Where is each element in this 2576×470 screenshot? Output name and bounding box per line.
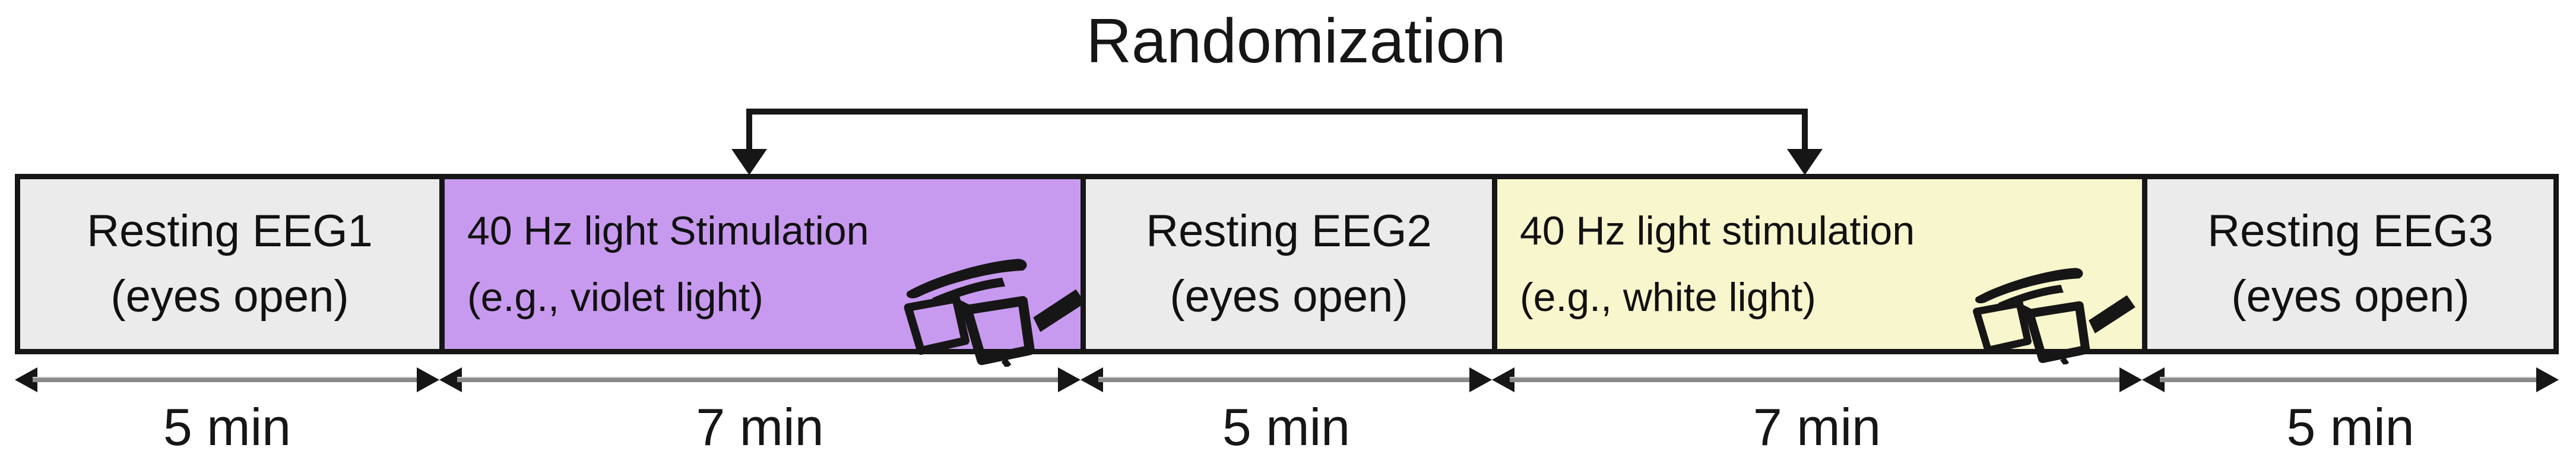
stage-label-line1: Resting EEG2 (1146, 206, 1432, 256)
duration-arrow-segment (1492, 367, 2142, 393)
arrow-right-icon (2536, 367, 2559, 392)
randomization-title: Randomization (1086, 6, 1506, 76)
arrow-right-icon (1469, 367, 1492, 392)
duration-label: 5 min (2286, 398, 2415, 456)
stage-label-line2: (e.g., white light) (1520, 275, 1816, 320)
stage-label-line1: Resting EEG1 (87, 206, 373, 256)
duration-label: 7 min (696, 398, 824, 456)
stage-label-line2: (eyes open) (1170, 271, 1408, 322)
arrow-line (1510, 377, 2124, 382)
arrow-line (33, 377, 422, 382)
stage-label-line1: 40 Hz light Stimulation (467, 208, 869, 253)
timeline-stages: Resting EEG1 (eyes open) 40 Hz light Sti… (15, 174, 2559, 367)
duration-label: 7 min (1753, 398, 1881, 456)
glasses-icon (1973, 268, 2135, 364)
arrow-line (2160, 377, 2541, 382)
stage-label-line2: (e.g., violet light) (467, 275, 763, 320)
duration-labels: 5 min 7 min 5 min 7 min 5 min (15, 401, 2559, 453)
arrow-right-icon (417, 367, 439, 392)
stage-label-line1: 40 Hz light stimulation (1520, 208, 1915, 253)
randomization-bracket-line (749, 109, 1808, 115)
stage-label-line1: Resting EEG3 (2207, 206, 2493, 256)
arrow-line (457, 377, 1063, 382)
stage-box-stimulation-violet: 40 Hz light Stimulation (e.g., violet li… (439, 174, 1086, 367)
stage-box-resting-eeg1: Resting EEG1 (eyes open) (15, 174, 439, 354)
stage-label-line2: (eyes open) (2231, 271, 2470, 322)
duration-arrow-segment (439, 367, 1081, 393)
stage-box-resting-eeg2: Resting EEG2 (eyes open) (1081, 174, 1492, 354)
arrow-right-icon (1058, 367, 1081, 392)
arrow-down-icon (731, 149, 767, 175)
arrow-down-icon (1787, 149, 1823, 175)
stage-box-resting-eeg3: Resting EEG3 (eyes open) (2142, 174, 2559, 354)
glasses-icon (904, 259, 1086, 367)
stage-box-stimulation-white: 40 Hz light stimulation (e.g., white lig… (1492, 174, 2142, 364)
duration-arrow-segment (15, 367, 439, 393)
duration-label: 5 min (1222, 398, 1351, 456)
duration-arrows (15, 367, 2559, 393)
randomization-bracket-drop-right (1802, 109, 1808, 151)
duration-arrow-segment (1081, 367, 1492, 393)
duration-label: 5 min (163, 398, 291, 456)
arrow-right-icon (2119, 367, 2142, 392)
randomization-bracket-drop-left (746, 109, 752, 151)
arrow-line (1098, 377, 1474, 382)
duration-arrow-segment (2142, 367, 2559, 393)
stage-label-line2: (eyes open) (110, 271, 349, 322)
